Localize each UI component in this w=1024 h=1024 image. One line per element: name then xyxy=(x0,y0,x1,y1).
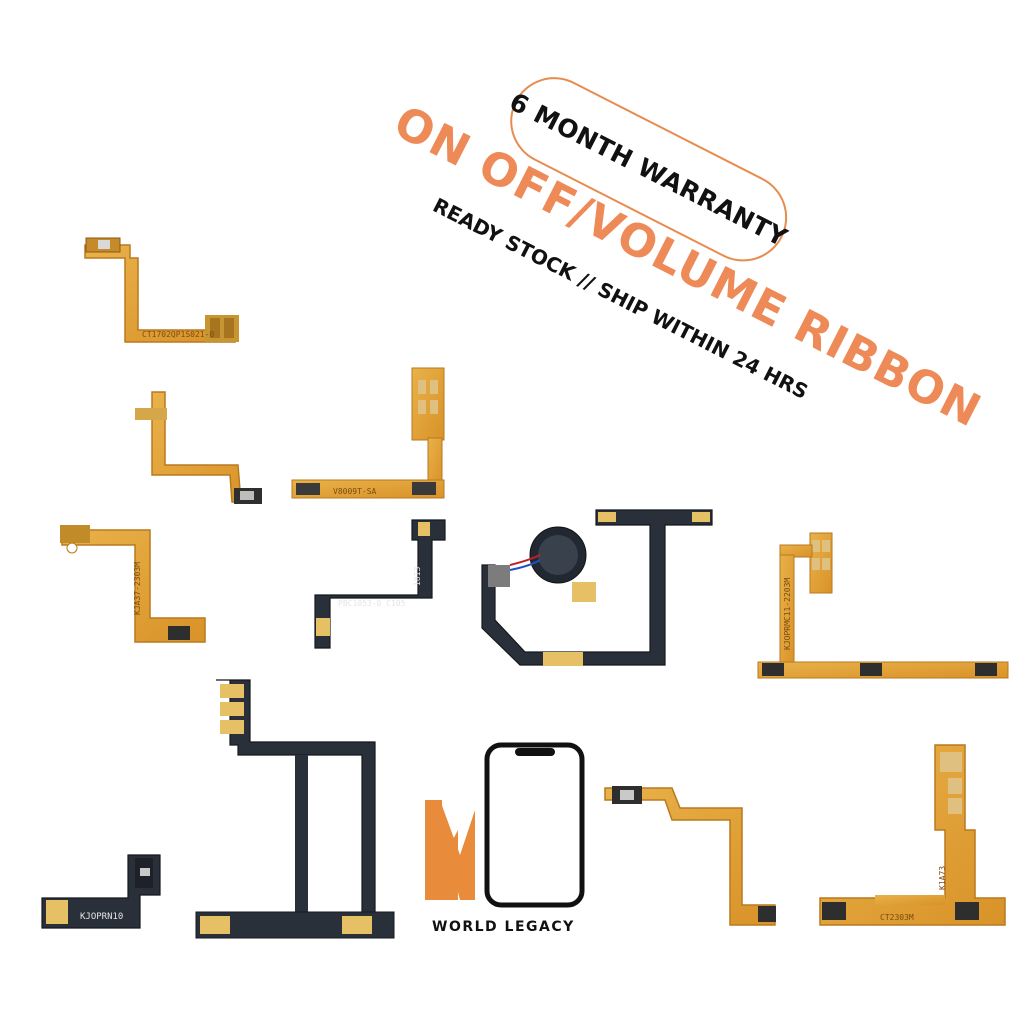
ribbon-part-3: V8009T-SA xyxy=(291,367,445,499)
ribbon-part-11: CT2303M K1A73 xyxy=(819,744,1006,926)
ribbon-part-4: KJA37-2303M xyxy=(60,525,206,643)
ribbon-part-9 xyxy=(195,679,395,939)
part-label-7: KJOPRMC11-2203M xyxy=(783,578,792,650)
ribbon-part-6 xyxy=(481,509,713,666)
brand-name: WORLD LEGACY xyxy=(432,919,575,935)
part-label-3: V8009T-SA xyxy=(333,487,377,496)
ribbon-part-8: KJOPRN10 xyxy=(41,854,161,929)
ribbon-part-2 xyxy=(135,391,262,504)
part-label-11: CT2303M xyxy=(880,913,914,922)
part-label-4: KJA37-2303M xyxy=(133,562,142,615)
part-label-5b: 1813 xyxy=(413,567,422,586)
part-label-11b: K1A73 xyxy=(938,866,947,890)
brand-logo xyxy=(425,742,585,908)
part-label-5: PBC1053-0 C105 xyxy=(338,599,406,608)
part-label-1: CT1702QP1S021-0 xyxy=(142,330,214,339)
ribbon-part-10 xyxy=(604,786,776,926)
ribbon-part-7: KJOPRMC11-2203M xyxy=(757,532,1009,679)
ribbon-part-1: CT1702QP1S021-0 xyxy=(84,237,239,343)
ribbon-part-5: PBC1053-0 C105 1813 xyxy=(314,519,446,649)
part-label-8: KJOPRN10 xyxy=(80,912,123,922)
